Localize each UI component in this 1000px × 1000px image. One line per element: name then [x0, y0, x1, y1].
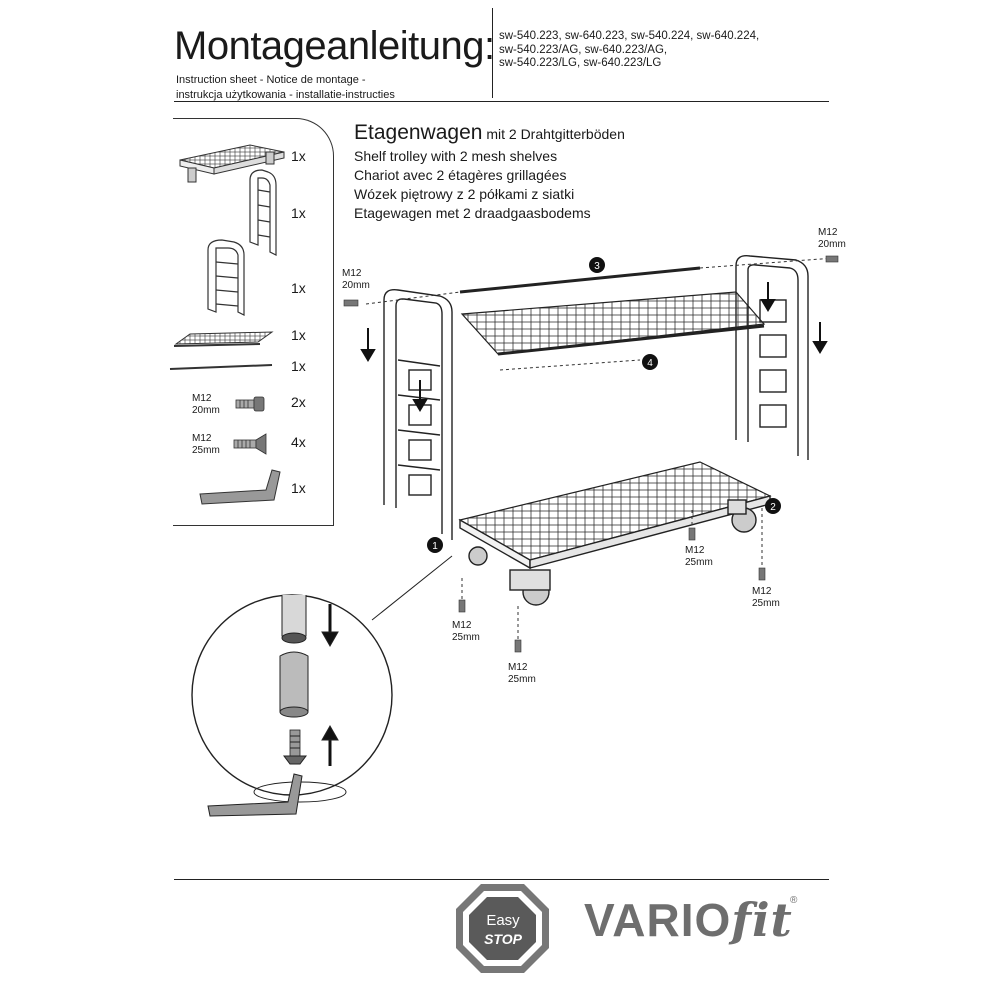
badge-easy-text: Easy: [486, 912, 520, 929]
screw-label-bottom-mid: M12 25mm: [685, 545, 713, 568]
screw-icons: [343, 255, 839, 653]
model-list: sw-540.223, sw-640.223, sw-540.224, sw-6…: [499, 30, 759, 71]
header-divider: [492, 8, 493, 98]
part-icon-mesh-shelf: [173, 331, 274, 347]
svg-text:4: 4: [647, 358, 653, 369]
model-line: sw-540.223, sw-640.223, sw-540.224, sw-6…: [499, 30, 760, 42]
part-qty-allen-key: 1x: [291, 480, 306, 496]
easy-stop-badge: Easy STOP: [456, 884, 549, 973]
badge-stop-text: STOP: [484, 931, 523, 947]
screw-label-top-right: M12 20mm: [818, 227, 846, 250]
assembly-guides: [365, 257, 835, 640]
product-name-suffix: mit 2 Drahtgitterböden: [482, 126, 625, 142]
parts-list-box: [173, 118, 334, 526]
logo-fit: fit: [731, 893, 793, 947]
registered-mark: ®: [790, 895, 798, 906]
variofit-logo: VARIOfit: [584, 893, 793, 948]
callout-1: 1: [427, 537, 443, 553]
part-icon-base-frame: [179, 144, 285, 183]
part-icon-bolt-25: [233, 433, 267, 455]
subtitle-line: Instruction sheet - Notice de montage -: [176, 74, 366, 86]
bottom-rule: [174, 879, 829, 880]
part-icon-allen-key: [199, 469, 281, 505]
logo-vario: VARIO: [584, 894, 732, 946]
part-qty-side-frame-a: 1x: [291, 205, 306, 221]
model-line: sw-540.223/LG, sw-640.223/LG: [499, 57, 662, 69]
top-rule: [174, 101, 829, 102]
screw-label-bottom-left1: M12 25mm: [452, 620, 480, 643]
part-icon-side-frame-b: [207, 239, 245, 316]
product-heading: Etagenwagen mit 2 Drahtgitterböden: [354, 120, 625, 145]
model-line: sw-540.223/AG, sw-640.223/AG,: [499, 43, 668, 56]
callout-4: 4: [642, 354, 658, 370]
detail-leader: [371, 555, 453, 621]
product-line-pl: Wózek piętrowy z 2 półkami z siatki: [354, 186, 575, 202]
svg-text:3: 3: [594, 261, 600, 272]
callout-2: 2: [765, 498, 781, 514]
screw-label-bottom-right: M12 25mm: [752, 586, 780, 609]
callout-3: 3: [589, 257, 605, 273]
part-icon-bolt-20: [235, 396, 265, 412]
product-line-en: Shelf trolley with 2 mesh shelves: [354, 148, 558, 164]
part-qty-mesh-shelf: 1x: [291, 327, 306, 343]
part-qty-base-frame: 1x: [291, 148, 306, 164]
product-line-nl: Etagewagen met 2 draadgaasbodems: [354, 205, 591, 221]
screw-label-top-left: M12 20mm: [342, 268, 370, 291]
trolley-drawing: [383, 255, 809, 606]
part-icon-side-frame-a: [249, 169, 277, 256]
part-label-bolt-20: M12 20mm: [192, 393, 220, 416]
detail-zoom: [191, 594, 393, 817]
part-qty-bolt-25: 4x: [291, 434, 306, 450]
svg-text:2: 2: [770, 502, 776, 513]
part-qty-bolt-20: 2x: [291, 394, 306, 410]
part-qty-side-frame-b: 1x: [291, 280, 306, 296]
product-line-fr: Chariot avec 2 étagères grillagées: [354, 167, 567, 183]
part-qty-rod: 1x: [291, 358, 306, 374]
subtitle: Instruction sheet - Notice de montage - …: [176, 73, 395, 103]
part-label-bolt-25: M12 25mm: [192, 433, 220, 456]
screw-label-bottom-left2: M12 25mm: [508, 662, 536, 685]
down-arrows: [360, 282, 828, 412]
part-icon-rod: [169, 364, 273, 370]
product-name: Etagenwagen: [354, 121, 483, 144]
svg-text:1: 1: [432, 541, 438, 552]
page-title: Montageanleitung:: [174, 24, 495, 68]
subtitle-line: instrukcja użytkowania - installatie-ins…: [176, 89, 395, 101]
